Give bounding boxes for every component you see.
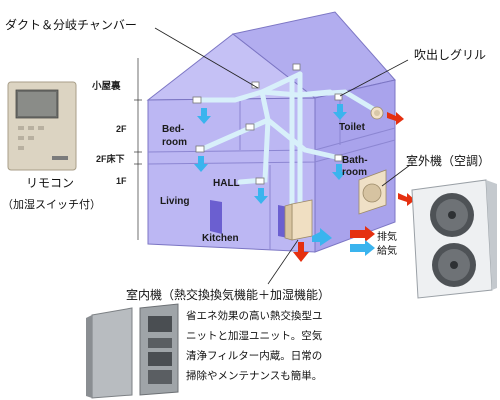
floor-label-2f-under: 2F床下 (96, 154, 125, 164)
small-indoor-unit (284, 199, 313, 241)
room-label-hall: HALL (213, 178, 240, 189)
duct-label: ダクト＆分岐チャンバー (5, 18, 137, 32)
exhaust-arrows (387, 112, 415, 206)
outlet-grille-label: 吹出しグリル (414, 48, 487, 62)
floor-label-2f: 2F (116, 124, 127, 134)
exhaust-outlet (374, 110, 380, 116)
legend-supply-arrow (350, 240, 375, 256)
description-line: 省エネ効果の高い熱交換型ユ (186, 310, 323, 322)
description-line: ニットと加湿ユニット。空気 (186, 330, 323, 342)
description-line: 掃除やメンテナンスも簡単。 (186, 370, 323, 382)
kitchen-panel (210, 200, 222, 234)
callout-outdoor (381, 164, 411, 187)
small-outdoor-unit (358, 169, 387, 215)
callout-duct (154, 27, 259, 89)
legend-exhaust-arrow (350, 226, 375, 242)
room-label-living: Living (160, 196, 190, 207)
indoor-unit-label: 室内機（熱交換換気機能＋加湿機能） (126, 288, 331, 302)
house-side-wall (314, 79, 396, 253)
room-label-bathroom: Bath- (342, 155, 368, 166)
room-label-bedroom-2: room (162, 137, 187, 148)
floor-label-attic: 小屋裏 (92, 81, 121, 92)
diffusers (192, 63, 343, 185)
callout-indoor (267, 239, 299, 285)
indoor-unit-image (86, 303, 179, 399)
legend-supply-label: 給気 (377, 246, 397, 257)
outdoor-unit-image (411, 179, 497, 299)
outdoor-unit-label: 室外機（空調） (406, 154, 491, 168)
room-label-kitchen: Kitchen (202, 233, 239, 244)
indoor-unit-description: 省エネ効果の高い熱交換型ユ ニットと加湿ユニット。空気 清浄フィルター内蔵。日常… (186, 306, 323, 386)
remote-label: リモコン (26, 176, 75, 190)
room-label-bathroom-2: room (342, 167, 367, 178)
description-line: 清浄フィルター内蔵。日常の (186, 350, 323, 362)
room-label-bedroom: Bed- (162, 124, 185, 135)
indoor-supply-arrow (312, 228, 332, 246)
indoor-exhaust-arrow (293, 242, 309, 262)
room-label-toilet: Toilet (339, 122, 365, 133)
callout-grille (339, 59, 409, 97)
remote-controller-image (7, 81, 77, 171)
remote-note: （加湿スイッチ付） (2, 198, 101, 211)
floor-label-1f: 1F (116, 176, 127, 186)
supply-arrows (194, 104, 347, 204)
legend-exhaust-label: 排気 (377, 232, 397, 243)
